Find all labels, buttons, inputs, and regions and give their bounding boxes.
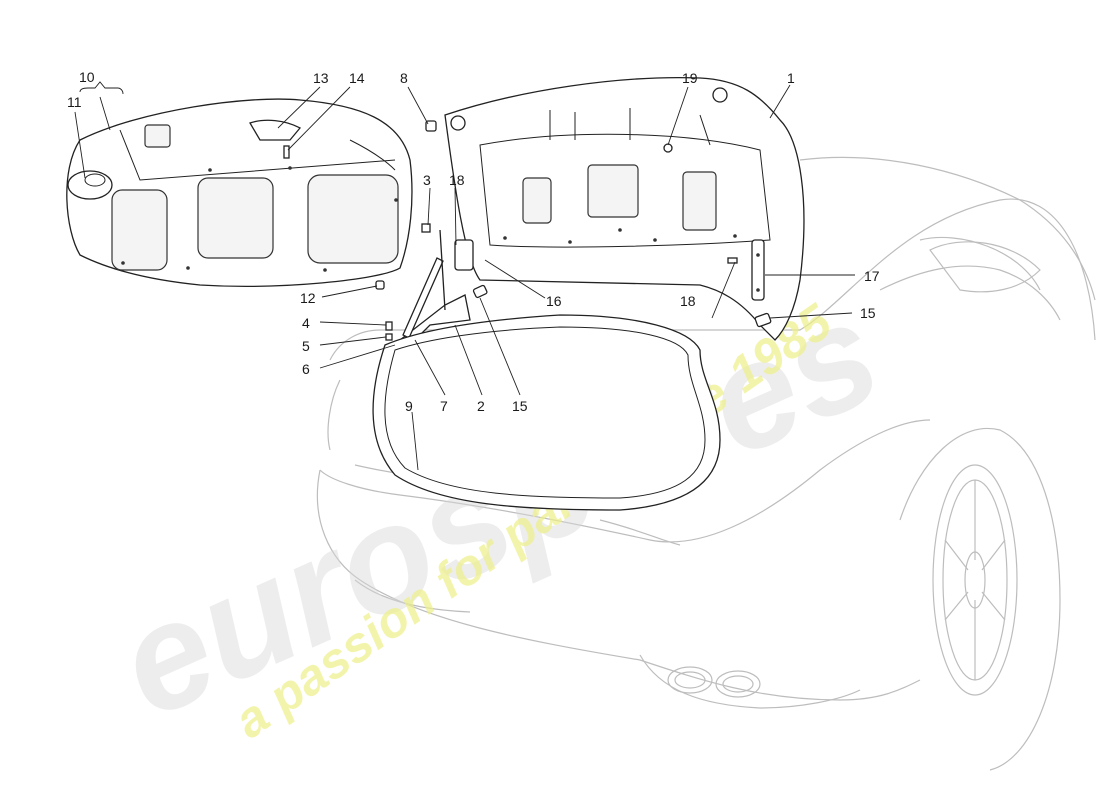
callout-18a: 18 (449, 172, 465, 188)
trunk-lid-trim-panel (66, 98, 413, 290)
trunk-lid (425, 77, 805, 341)
callout-18b: 18 (680, 293, 696, 309)
callout-1: 1 (787, 70, 795, 86)
callout-15a: 15 (512, 398, 528, 414)
callout-12: 12 (300, 290, 316, 306)
callout-19: 19 (682, 70, 698, 86)
callout-10: 10 (79, 69, 95, 85)
callout-9: 9 (405, 398, 413, 414)
leader-lines (74, 81, 855, 471)
trunk-seal (372, 314, 721, 511)
callout-16: 16 (546, 293, 562, 309)
callout-15b: 15 (860, 305, 876, 321)
callout-5: 5 (302, 338, 310, 354)
callout-13: 13 (313, 70, 329, 86)
callout-14: 14 (349, 70, 365, 86)
callout-6: 6 (302, 361, 310, 377)
callout-4: 4 (302, 315, 310, 331)
callout-11: 11 (67, 94, 82, 110)
callout-2: 2 (477, 398, 485, 414)
callout-3: 3 (423, 172, 431, 188)
callouts: 10 11 13 14 8 19 1 3 18 12 16 17 18 15 4… (67, 69, 880, 414)
callout-17: 17 (864, 268, 880, 284)
callout-8: 8 (400, 70, 408, 86)
callout-7: 7 (440, 398, 448, 414)
